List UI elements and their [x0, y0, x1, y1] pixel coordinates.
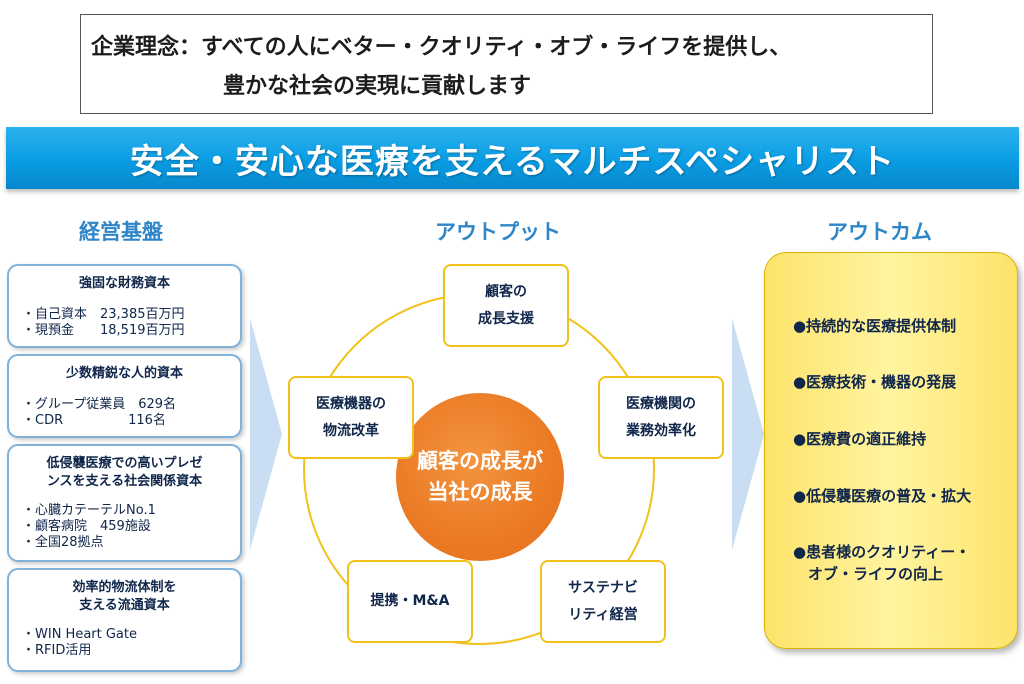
outcome-item: ●患者様のクオリティー・ オブ・ライフの向上: [793, 541, 970, 585]
output-customer-growth-support: 顧客の 成長支援: [443, 264, 569, 347]
outcome-item: ●医療費の適正維持: [793, 430, 927, 448]
outcome-item-line: オブ・ライフの向上: [793, 565, 944, 583]
foundation-title: 強固な財務資本: [78, 276, 170, 291]
outcome-item: ●医療技術・機器の発展: [793, 373, 957, 391]
foundation-human-capital: 少数精鋭な人的資本 ・グループ従業員 629名 ・CDR 116名: [7, 354, 242, 438]
output-hospital-efficiency: 医療機関の 業務効率化: [598, 376, 724, 459]
foundation-item: ・グループ従業員 629名: [22, 397, 177, 412]
heading-outcome: アウトカム: [827, 220, 932, 244]
center-text: 顧客の成長が: [417, 449, 543, 473]
foundation-financial-capital: 強固な財務資本 ・自己資本 23,385百万円 ・現預金 18,519百万円: [7, 264, 242, 348]
output-logistics-reform: 医療機器の 物流改革: [288, 376, 414, 459]
outcome-box: ●持続的な医療提供体制 ●医療技術・機器の発展 ●医療費の適正維持 ●低侵襲医療…: [764, 252, 1018, 649]
foundation-item: ・現預金 18,519百万円: [22, 323, 185, 338]
output-label: サステナビ: [568, 579, 638, 596]
output-sustainability: サステナビ リティ経営: [540, 560, 666, 643]
output-label: 成長支援: [478, 310, 534, 327]
foundation-item: ・顧客病院 459施設: [22, 519, 151, 534]
output-label: 提携・M&A: [370, 593, 450, 609]
output-label: 医療機器の: [316, 395, 386, 412]
arrow-right-icon: [732, 318, 764, 550]
foundation-item: ・CDR 116名: [22, 413, 166, 428]
foundation-item: ・心臓カテーテルNo.1: [22, 503, 156, 518]
foundation-social-capital: 低侵襲医療での高いプレゼ ンスを支える社会関係資本 ・心臓カテーテルNo.1 ・…: [7, 444, 242, 562]
foundation-item: ・WIN Heart Gate: [22, 627, 137, 642]
heading-output: アウトプット: [435, 220, 561, 244]
foundation-title: 低侵襲医療での高いプレゼ: [46, 456, 203, 471]
foundation-item: ・RFID活用: [22, 643, 92, 658]
philosophy-line-2: 豊かな社会の実現に貢献します: [223, 74, 532, 99]
output-label: 顧客の: [485, 283, 527, 300]
outcome-item: ●持続的な医療提供体制: [793, 317, 957, 335]
center-growth-circle: 顧客の成長が 当社の成長: [396, 393, 564, 561]
corporate-philosophy-box: 企業理念：すべての人にベター・クオリティ・オブ・ライフを提供し、 豊かな社会の実…: [80, 14, 933, 114]
outcome-item: ●低侵襲医療の普及・拡大: [793, 487, 972, 505]
foundation-title: 少数精鋭な人的資本: [65, 366, 183, 381]
foundation-item: ・全国28拠点: [22, 535, 104, 550]
foundation-title: 効率的物流体制を: [72, 580, 177, 595]
output-alliance-ma: 提携・M&A: [347, 560, 473, 643]
banner-title: 安全・安心な医療を支えるマルチスペシャリスト: [6, 127, 1019, 189]
foundation-title: ンスを支える社会関係資本: [46, 474, 203, 489]
philosophy-line-1: 企業理念：すべての人にベター・クオリティ・オブ・ライフを提供し、: [91, 35, 792, 60]
output-label: 物流改革: [323, 422, 379, 439]
foundation-distribution-capital: 効率的物流体制を 支える流通資本 ・WIN Heart Gate ・RFID活用: [7, 568, 242, 672]
center-text: 当社の成長: [427, 480, 533, 504]
output-label: 医療機関の: [626, 395, 696, 412]
arrow-right-icon: [250, 318, 282, 550]
output-label: 業務効率化: [626, 422, 696, 439]
output-label: リティ経営: [568, 606, 638, 623]
foundation-title: 支える流通資本: [79, 598, 170, 613]
outcome-item-line: ●患者様のクオリティー・: [793, 543, 971, 561]
heading-foundation: 経営基盤: [79, 220, 163, 244]
foundation-item: ・自己資本 23,385百万円: [22, 307, 185, 322]
